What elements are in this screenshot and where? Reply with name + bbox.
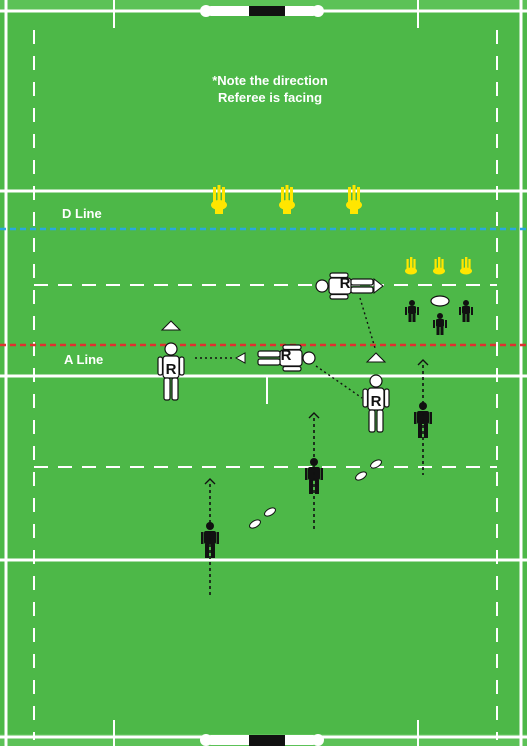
referee-top: R (316, 273, 373, 299)
note-line-2: Referee is facing (160, 89, 380, 106)
facing-arrow-top-ref (374, 279, 383, 293)
facing-arrow-left-ref (162, 321, 180, 330)
cone-small-1 (405, 257, 417, 275)
cone-1 (211, 185, 227, 214)
note-text: *Note the direction Referee is facing (160, 72, 380, 106)
facing-arrow-right-ref (367, 353, 385, 362)
d-line-label: D Line (62, 206, 102, 221)
top-center-marker (200, 5, 324, 17)
run-arrowheads (205, 360, 428, 484)
cone-3 (346, 185, 362, 214)
cone-small-2 (433, 257, 445, 275)
cone-2 (279, 185, 295, 214)
svg-text:R: R (340, 275, 351, 292)
ruck-player-1 (405, 300, 419, 322)
a-line-label: A Line (64, 352, 103, 367)
referee-right: R (363, 375, 389, 432)
attacker-middle (305, 458, 323, 494)
cone-small-3 (460, 257, 472, 275)
svg-text:R: R (166, 361, 177, 378)
facing-arrow-center-ref (236, 353, 245, 363)
bottom-center-marker (200, 734, 324, 746)
svg-text:R: R (281, 347, 292, 364)
attackers (201, 402, 432, 558)
ruck-group (405, 296, 473, 335)
ruck-player-3 (459, 300, 473, 322)
svg-text:R: R (371, 393, 382, 410)
referee-center: R (258, 345, 315, 371)
dashed-verticals (34, 30, 497, 740)
referee-left: R (158, 343, 184, 400)
note-line-1: *Note the direction (160, 72, 380, 89)
ruck-player-2 (433, 313, 447, 335)
ball-icon (431, 296, 449, 306)
